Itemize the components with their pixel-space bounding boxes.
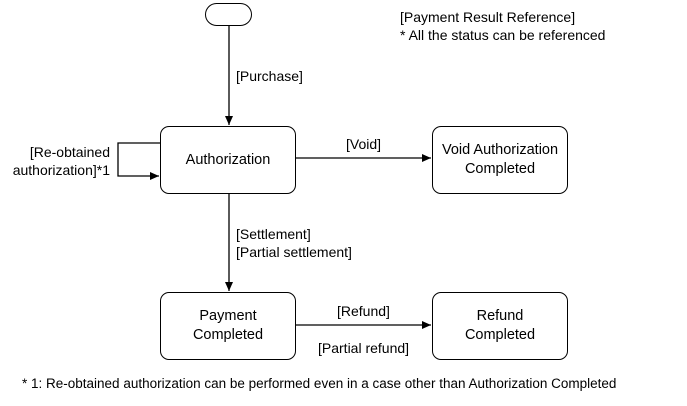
state-refund-completed: Refund Completed <box>432 292 568 360</box>
state-authorization: Authorization <box>160 126 296 194</box>
start-node <box>205 3 252 26</box>
state-payment-completed: Payment Completed <box>160 292 296 360</box>
edge-label-settlement: [Settlement] [Partial settlement] <box>236 226 352 261</box>
edge-label-refund: [Refund] <box>337 303 390 319</box>
edge-label-partial-refund: [Partial refund] <box>318 340 410 356</box>
arrow-self-loop-reobtained <box>117 142 160 180</box>
edge-label-purchase: [Purchase] <box>236 68 303 84</box>
edge-label-reobtained-authorization: [Re-obtained authorization]*1 <box>12 144 110 179</box>
footnote: * 1: Re-obtained authorization can be pe… <box>22 376 617 391</box>
payment-result-reference-note: [Payment Result Reference] * All the sta… <box>400 9 606 44</box>
edge-label-void: [Void] <box>346 136 382 152</box>
state-void-authorization-completed: Void Authorization Completed <box>432 126 568 194</box>
